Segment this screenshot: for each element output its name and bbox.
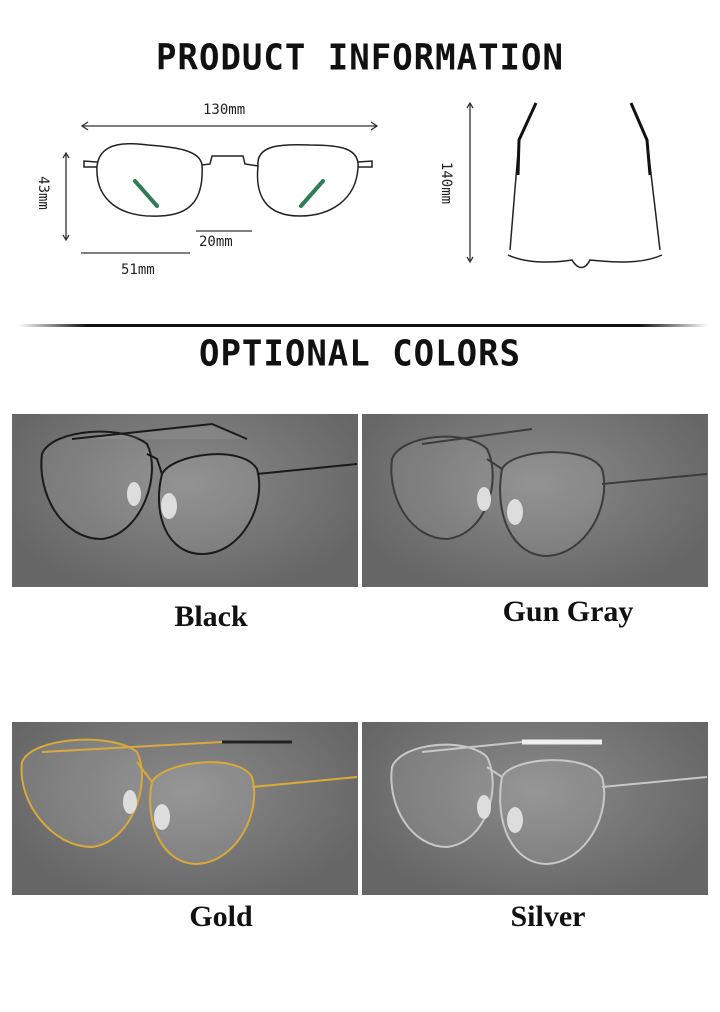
gold-frame-photo: [12, 722, 358, 895]
gun-gray-frame-photo: [362, 414, 708, 587]
optional-colors-title: OPTIONAL COLORS: [198, 333, 522, 375]
bridge-label: 20mm: [199, 234, 233, 250]
product-information-title: PRODUCT INFORMATION: [156, 37, 564, 79]
color-label-silver: Silver: [510, 900, 586, 933]
front-view-glasses: [83, 143, 373, 217]
color-label-black: Black: [174, 600, 248, 633]
black-frame-photo: [12, 414, 358, 587]
temple-length-label: 140mm: [438, 161, 455, 205]
color-label-gun-gray: Gun Gray: [502, 595, 634, 628]
color-label-gold: Gold: [189, 900, 253, 933]
side-view-glasses: [507, 102, 663, 269]
section-divider: [18, 324, 708, 327]
silver-frame-photo: [362, 722, 708, 895]
lens-height-label: 43mm: [34, 176, 51, 210]
dimension-diagram: [62, 101, 663, 269]
lens-width-label: 51mm: [121, 262, 155, 278]
total-width-label: 130mm: [203, 102, 246, 118]
